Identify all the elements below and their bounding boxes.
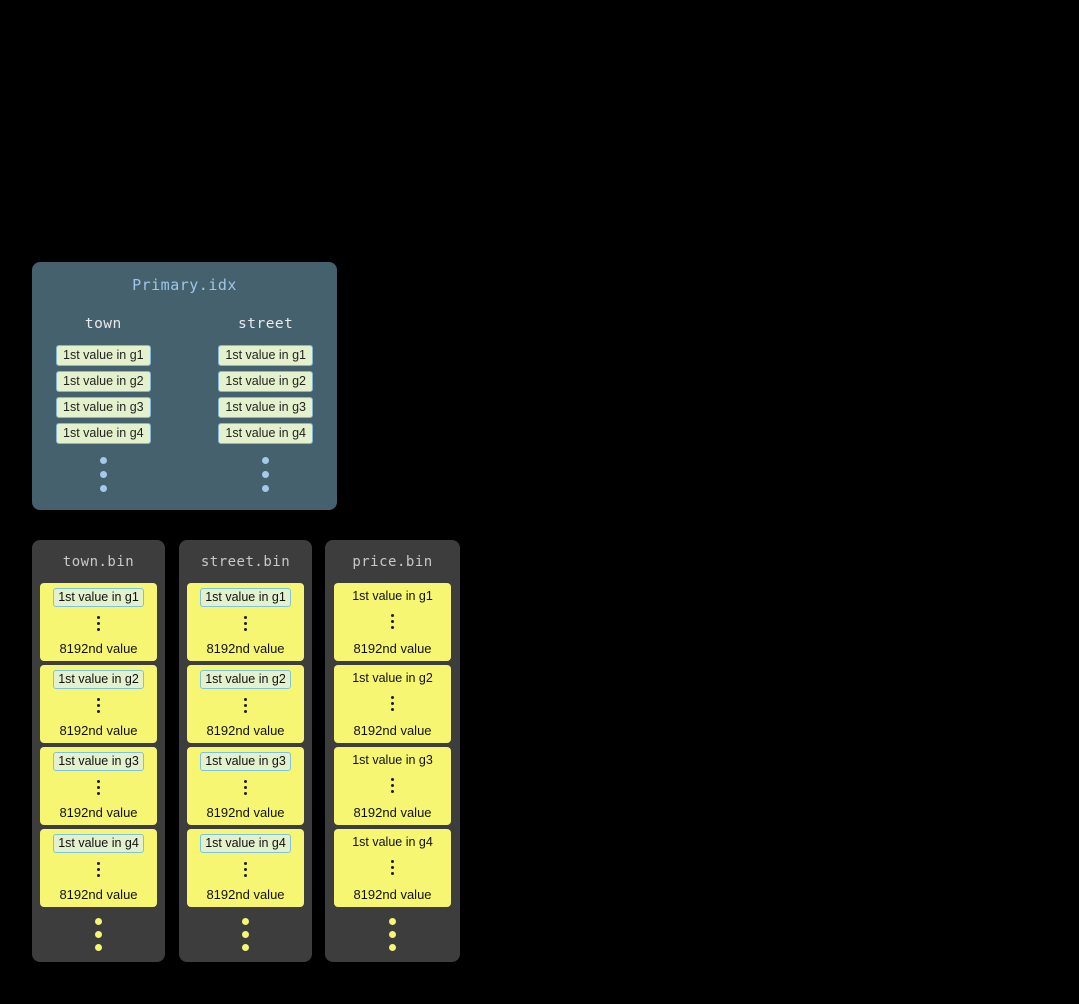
ellipsis-dots-icon bbox=[244, 862, 247, 865]
index-mark: 1st value in g3 bbox=[218, 397, 313, 418]
granule-first-value: 1st value in g2 bbox=[53, 670, 144, 689]
town-bin-panel: town.bin 1st value in g1 8192nd value 1s… bbox=[32, 540, 165, 962]
ellipsis-dots-icon bbox=[97, 616, 100, 619]
index-mark: 1st value in g4 bbox=[218, 423, 313, 444]
town-bin-title: town.bin bbox=[62, 554, 135, 570]
granule-last-value: 8192nd value bbox=[59, 723, 138, 738]
ellipsis-dots-icon bbox=[97, 780, 100, 783]
ellipsis-dots-icon bbox=[97, 862, 100, 865]
granule: 1st value in g4 8192nd value bbox=[40, 829, 157, 907]
granule-first-value: 1st value in g1 bbox=[53, 588, 144, 607]
granule: 1st value in g1 8192nd value bbox=[40, 583, 157, 661]
ellipsis-dots-icon bbox=[244, 698, 247, 701]
granule-last-value: 8192nd value bbox=[59, 887, 138, 902]
price-bin-granules: 1st value in g1 8192nd value 1st value i… bbox=[325, 583, 460, 925]
granule: 1st value in g3 8192nd value bbox=[334, 747, 451, 825]
granule: 1st value in g2 8192nd value bbox=[187, 665, 304, 743]
column-header-town: town bbox=[84, 316, 122, 332]
granule: 1st value in g1 8192nd value bbox=[187, 583, 304, 661]
index-mark: 1st value in g1 bbox=[218, 345, 313, 366]
index-mark: 1st value in g2 bbox=[218, 371, 313, 392]
street-bin-granules: 1st value in g1 8192nd value 1st value i… bbox=[179, 583, 312, 925]
granule-last-value: 8192nd value bbox=[59, 805, 138, 820]
ellipsis-dots-icon bbox=[391, 778, 394, 781]
granule-first-value: 1st value in g3 bbox=[200, 752, 291, 771]
ellipsis-dots-icon bbox=[244, 780, 247, 783]
primary-index-title: Primary.idx bbox=[132, 276, 237, 294]
granule: 1st value in g1 8192nd value bbox=[334, 583, 451, 661]
granule-first-value: 1st value in g2 bbox=[200, 670, 291, 689]
index-mark: 1st value in g1 bbox=[56, 345, 151, 366]
granule-first-value: 1st value in g3 bbox=[53, 752, 144, 771]
ellipsis-dots-icon bbox=[389, 918, 396, 925]
granule-last-value: 8192nd value bbox=[353, 723, 432, 738]
granule: 1st value in g4 8192nd value bbox=[334, 829, 451, 907]
ellipsis-dots-icon bbox=[244, 616, 247, 619]
ellipsis-dots-icon bbox=[97, 698, 100, 701]
granule-last-value: 8192nd value bbox=[206, 723, 285, 738]
street-bin-panel: street.bin 1st value in g1 8192nd value … bbox=[179, 540, 312, 962]
granule-first-value: 1st value in g2 bbox=[352, 671, 433, 685]
town-bin-granules: 1st value in g1 8192nd value 1st value i… bbox=[32, 583, 165, 925]
granule-last-value: 8192nd value bbox=[206, 805, 285, 820]
index-mark: 1st value in g3 bbox=[56, 397, 151, 418]
ellipsis-dots-icon bbox=[262, 457, 270, 464]
primary-index-columns: town 1st value in g1 1st value in g2 1st… bbox=[32, 316, 337, 464]
ellipsis-dots-icon bbox=[99, 457, 107, 464]
granule-last-value: 8192nd value bbox=[206, 887, 285, 902]
primary-column-street: street 1st value in g1 1st value in g2 1… bbox=[218, 316, 313, 464]
index-mark: 1st value in g4 bbox=[56, 423, 151, 444]
price-bin-panel: price.bin 1st value in g1 8192nd value 1… bbox=[325, 540, 460, 962]
ellipsis-dots-icon bbox=[242, 918, 249, 925]
granule-first-value: 1st value in g3 bbox=[352, 753, 433, 767]
granule-last-value: 8192nd value bbox=[59, 641, 138, 656]
ellipsis-dots-icon bbox=[391, 696, 394, 699]
price-bin-title: price.bin bbox=[352, 554, 433, 570]
granule-first-value: 1st value in g1 bbox=[352, 589, 433, 603]
primary-index-panel: Primary.idx town 1st value in g1 1st val… bbox=[32, 262, 337, 510]
granule-last-value: 8192nd value bbox=[353, 887, 432, 902]
ellipsis-dots-icon bbox=[391, 860, 394, 863]
granule: 1st value in g2 8192nd value bbox=[334, 665, 451, 743]
granule-first-value: 1st value in g4 bbox=[352, 835, 433, 849]
granule-first-value: 1st value in g4 bbox=[200, 834, 291, 853]
ellipsis-dots-icon bbox=[95, 918, 102, 925]
granule-last-value: 8192nd value bbox=[353, 641, 432, 656]
granule-last-value: 8192nd value bbox=[353, 805, 432, 820]
granule: 1st value in g2 8192nd value bbox=[40, 665, 157, 743]
column-header-street: street bbox=[238, 316, 294, 332]
granule: 1st value in g3 8192nd value bbox=[187, 747, 304, 825]
ellipsis-dots-icon bbox=[391, 614, 394, 617]
granule-last-value: 8192nd value bbox=[206, 641, 285, 656]
granule: 1st value in g4 8192nd value bbox=[187, 829, 304, 907]
granule-first-value: 1st value in g4 bbox=[53, 834, 144, 853]
index-mark: 1st value in g2 bbox=[56, 371, 151, 392]
street-bin-title: street.bin bbox=[200, 554, 291, 570]
granule: 1st value in g3 8192nd value bbox=[40, 747, 157, 825]
granule-first-value: 1st value in g1 bbox=[200, 588, 291, 607]
primary-column-town: town 1st value in g1 1st value in g2 1st… bbox=[56, 316, 151, 464]
